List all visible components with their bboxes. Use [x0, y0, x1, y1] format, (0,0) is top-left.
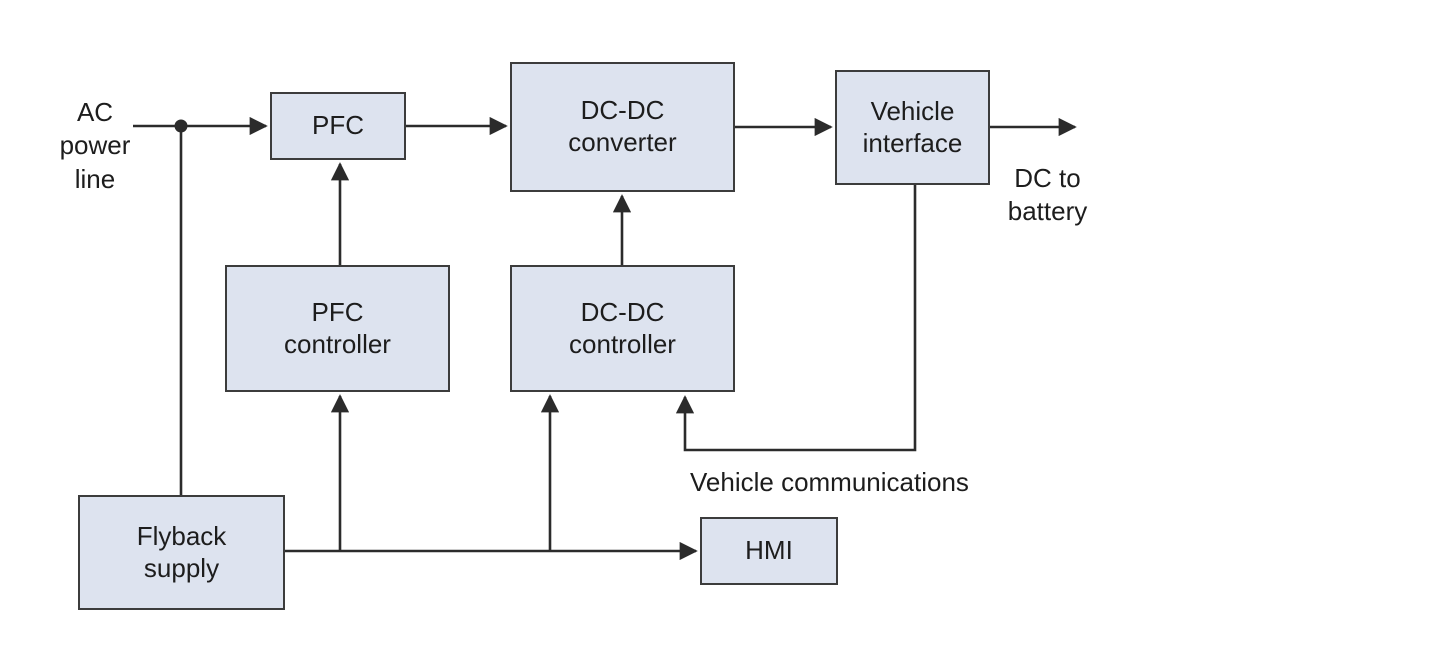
- flyback-supply-node: Flyback supply: [78, 495, 285, 610]
- hmi-node: HMI: [700, 517, 838, 585]
- pfc-node: PFC: [270, 92, 406, 160]
- dcdc-controller-node: DC-DC controller: [510, 265, 735, 392]
- connector-vehicle-communications: [675, 185, 917, 452]
- vehicle-interface-node: Vehicle interface: [835, 70, 990, 185]
- dc-to-battery-label: DC to battery: [1007, 163, 1088, 227]
- dcdc-converter-node: DC-DC converter: [510, 62, 735, 192]
- pfc-controller-node: PFC controller: [225, 265, 450, 392]
- vehicle-communications-label: Vehicle communications: [690, 467, 969, 497]
- ac-power-line-label: AC power line: [59, 97, 131, 194]
